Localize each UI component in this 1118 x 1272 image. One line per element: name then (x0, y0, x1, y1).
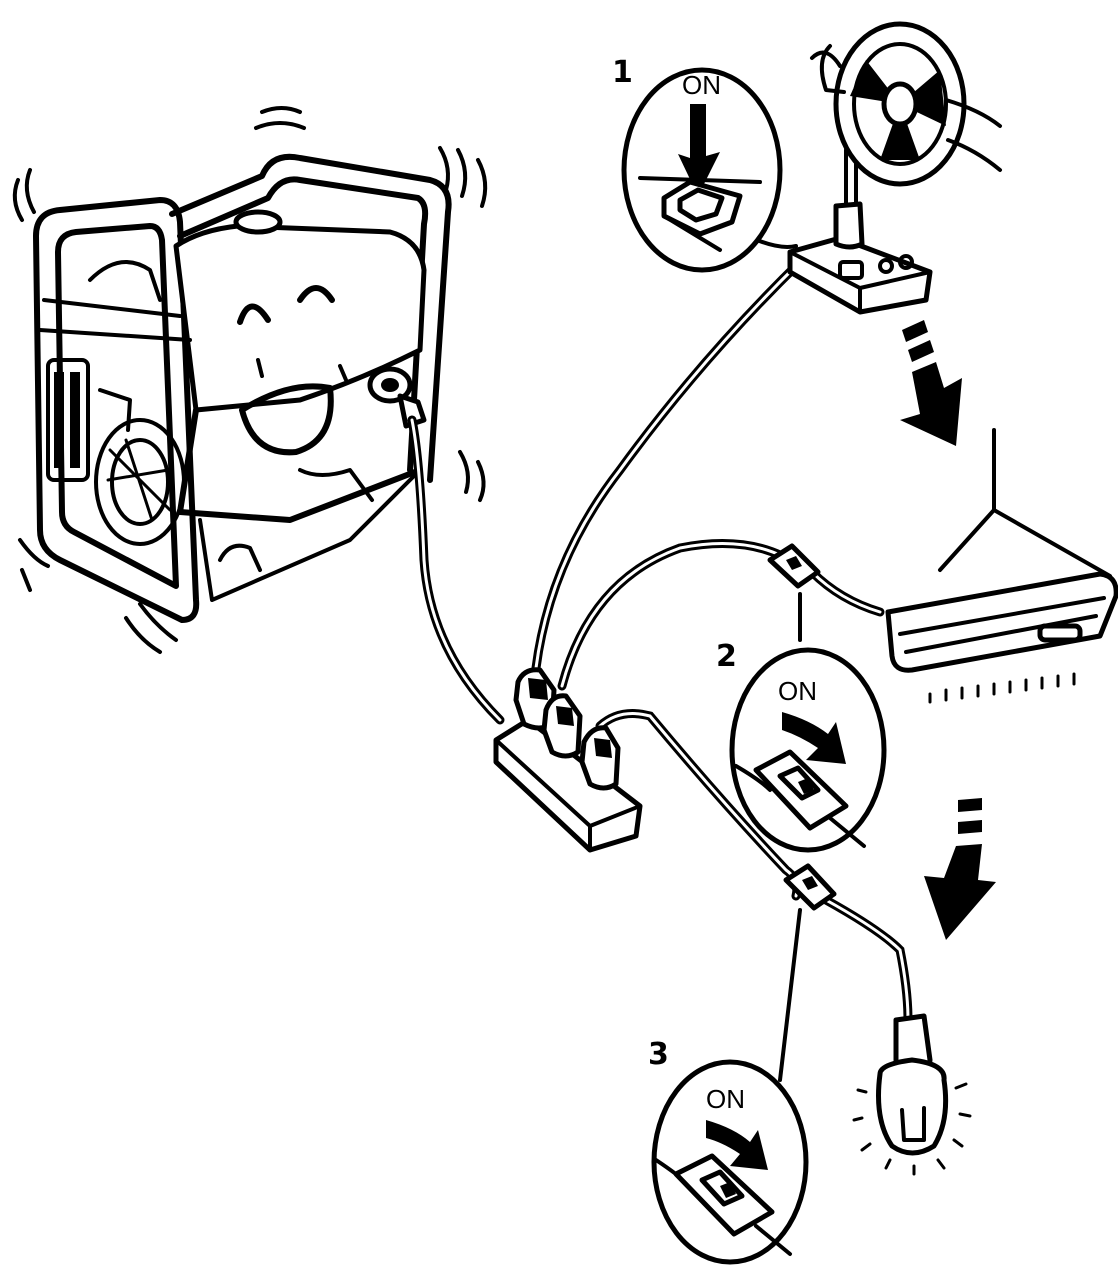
step-1-on-label: ON (682, 70, 721, 100)
callout-step-1: 1 ON (612, 55, 798, 273)
light-bulb (852, 1013, 972, 1176)
sequence-arrows (900, 320, 996, 940)
generator (12, 106, 488, 654)
step-2-on-label: ON (778, 676, 817, 706)
vibration-marks (12, 106, 488, 654)
power-strip (493, 667, 643, 853)
generator-outlet (367, 366, 427, 429)
step-2-number: 2 (716, 639, 737, 674)
electric-fan (787, 21, 1002, 315)
callout-step-2: 2 ON (716, 639, 887, 853)
power-cords (407, 257, 913, 1025)
step-3-number: 3 (648, 1037, 669, 1072)
lamp-inline-switch (778, 863, 837, 1082)
step-3-on-label: ON (706, 1084, 745, 1114)
step-1-number: 1 (612, 55, 633, 90)
heater (885, 428, 1118, 704)
generator-face (237, 285, 348, 456)
heater-inline-switch (767, 543, 821, 642)
callout-step-3: 3 ON (648, 1037, 809, 1265)
